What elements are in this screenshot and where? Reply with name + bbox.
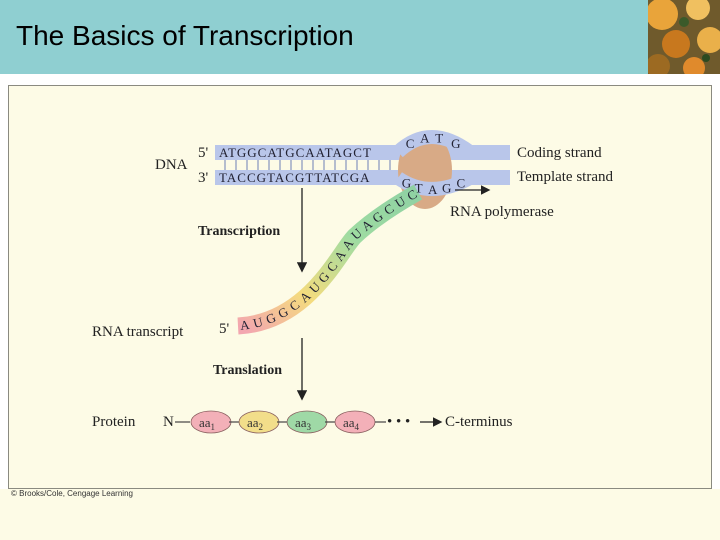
base-pair-ticks: [224, 160, 391, 170]
amino-acid-chain: aa1 aa2 aa3 aa4: [190, 410, 386, 434]
bubble-bottom-base: T: [415, 180, 423, 195]
five-prime-label: 5': [198, 145, 209, 161]
corner-image: [648, 0, 720, 74]
coding-sequence: ATGGCATGCAATAGCT: [219, 145, 372, 160]
bottom-strip: [0, 489, 720, 540]
three-prime-label: 3': [198, 170, 209, 186]
rna-five-prime-label: 5': [219, 321, 230, 337]
bubble-top-base: A: [420, 131, 430, 146]
transcription-label: Transcription: [198, 224, 280, 239]
strand-gap: [215, 160, 405, 170]
translation-label: Translation: [213, 363, 282, 378]
amino-acid-label: aa3: [295, 415, 312, 432]
bubble-bottom-strand: [394, 171, 474, 196]
copyright-credit: © Brooks/Cole, Cengage Learning: [11, 489, 133, 498]
rna-base: A: [239, 317, 251, 333]
bubble-top-base: T: [435, 131, 443, 146]
bubble-top-base: C: [406, 136, 415, 151]
rna-polymerase-label: RNA polymerase: [450, 204, 554, 220]
rna-base: U: [252, 314, 265, 331]
dna-label: DNA: [155, 157, 188, 173]
rna-ribbon: [237, 184, 423, 335]
bubble-bottom-base: G: [402, 176, 411, 191]
c-terminus-label: C-terminus: [445, 414, 513, 430]
template-strand-label: Template strand: [517, 169, 613, 185]
bubble-bottom-base: A: [428, 182, 438, 197]
slide-header: [0, 0, 720, 74]
coding-strand-label: Coding strand: [517, 145, 602, 161]
amino-acid-label: aa4: [343, 415, 360, 432]
bubble-top-strand: [393, 130, 475, 158]
ellipsis-label: • • •: [387, 414, 410, 430]
template-sequence: TACCGTACGTTATCGA: [219, 170, 371, 185]
bubble-bottom-base: C: [457, 176, 466, 191]
n-terminus-label: N: [163, 414, 174, 430]
slide-title: The Basics of Transcription: [16, 20, 354, 51]
bubble-top-base: G: [451, 136, 460, 151]
amino-acid-label: aa1: [199, 415, 215, 432]
bubble-bottom-base: G: [442, 180, 451, 195]
amino-acid-label: aa2: [247, 415, 263, 432]
rna-transcript-label: RNA transcript: [92, 324, 184, 340]
protein-label: Protein: [92, 414, 136, 430]
